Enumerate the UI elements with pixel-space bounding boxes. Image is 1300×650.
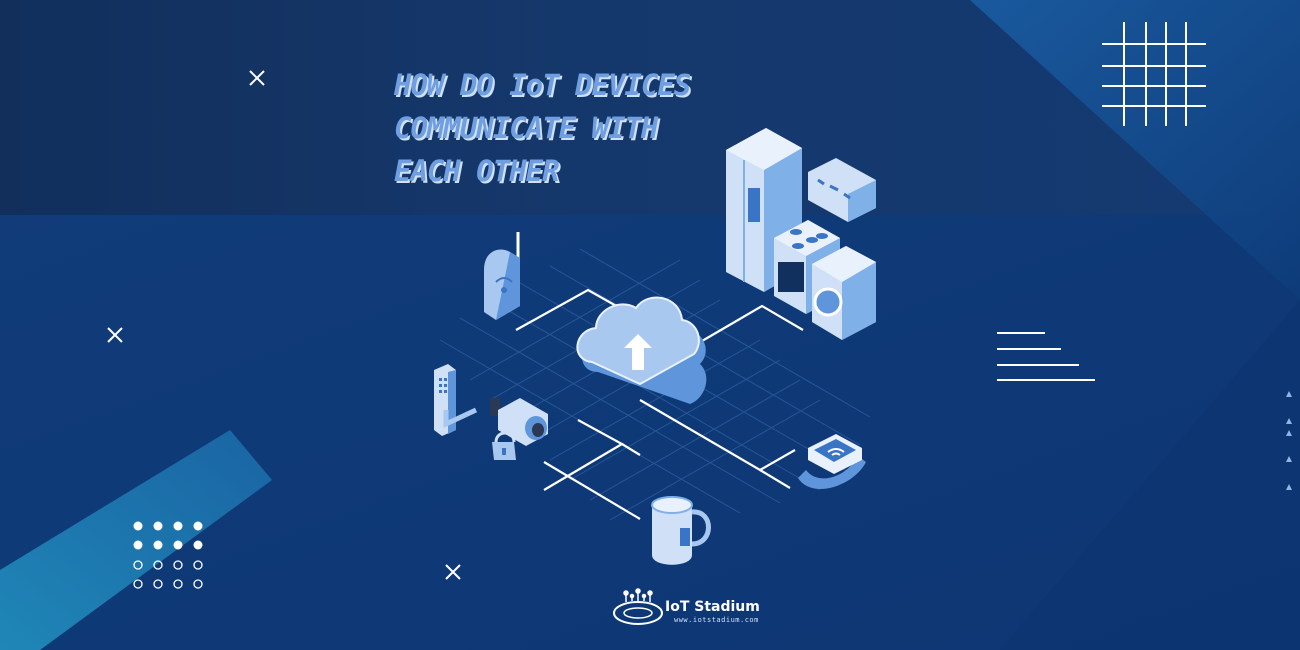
title-line-2: COMMUNICATE WITH bbox=[394, 111, 658, 145]
security-camera-icon bbox=[490, 398, 548, 446]
smart-mug-icon bbox=[651, 496, 711, 565]
dots-decoration bbox=[133, 521, 203, 589]
brand-logo[interactable]: IoT Stadium www.iotstadium.com bbox=[612, 588, 762, 628]
title-line-3: EACH OTHER bbox=[394, 154, 560, 188]
smart-lock-icon bbox=[434, 364, 478, 436]
padlock-icon bbox=[492, 431, 516, 460]
lines-decoration bbox=[997, 332, 1095, 381]
cloud-upload-icon bbox=[576, 296, 707, 404]
connection-lines bbox=[515, 288, 804, 520]
close-icon-decoration-2 bbox=[107, 327, 123, 343]
triangle-markers-decoration bbox=[1286, 391, 1292, 490]
washing-machine-icon bbox=[812, 246, 876, 340]
close-icon-decoration-1 bbox=[249, 70, 265, 86]
air-conditioner-icon bbox=[808, 158, 876, 222]
background-left-stripe bbox=[0, 430, 272, 650]
brand-url[interactable]: www.iotstadium.com bbox=[674, 616, 759, 624]
wifi-router-icon bbox=[484, 232, 520, 320]
close-icon-decoration-3 bbox=[445, 564, 461, 580]
title-line-1: HOW DO IoT DEVICES bbox=[394, 68, 691, 102]
page-title: HOW DO IoT DEVICES COMMUNICATE WITH EACH… bbox=[394, 64, 691, 193]
grid-icon-decoration bbox=[1102, 22, 1206, 126]
brand-name: IoT Stadium bbox=[665, 599, 760, 615]
smartwatch-icon bbox=[798, 434, 866, 489]
background-right-panel bbox=[970, 0, 1300, 650]
stadium-icon bbox=[613, 588, 663, 625]
